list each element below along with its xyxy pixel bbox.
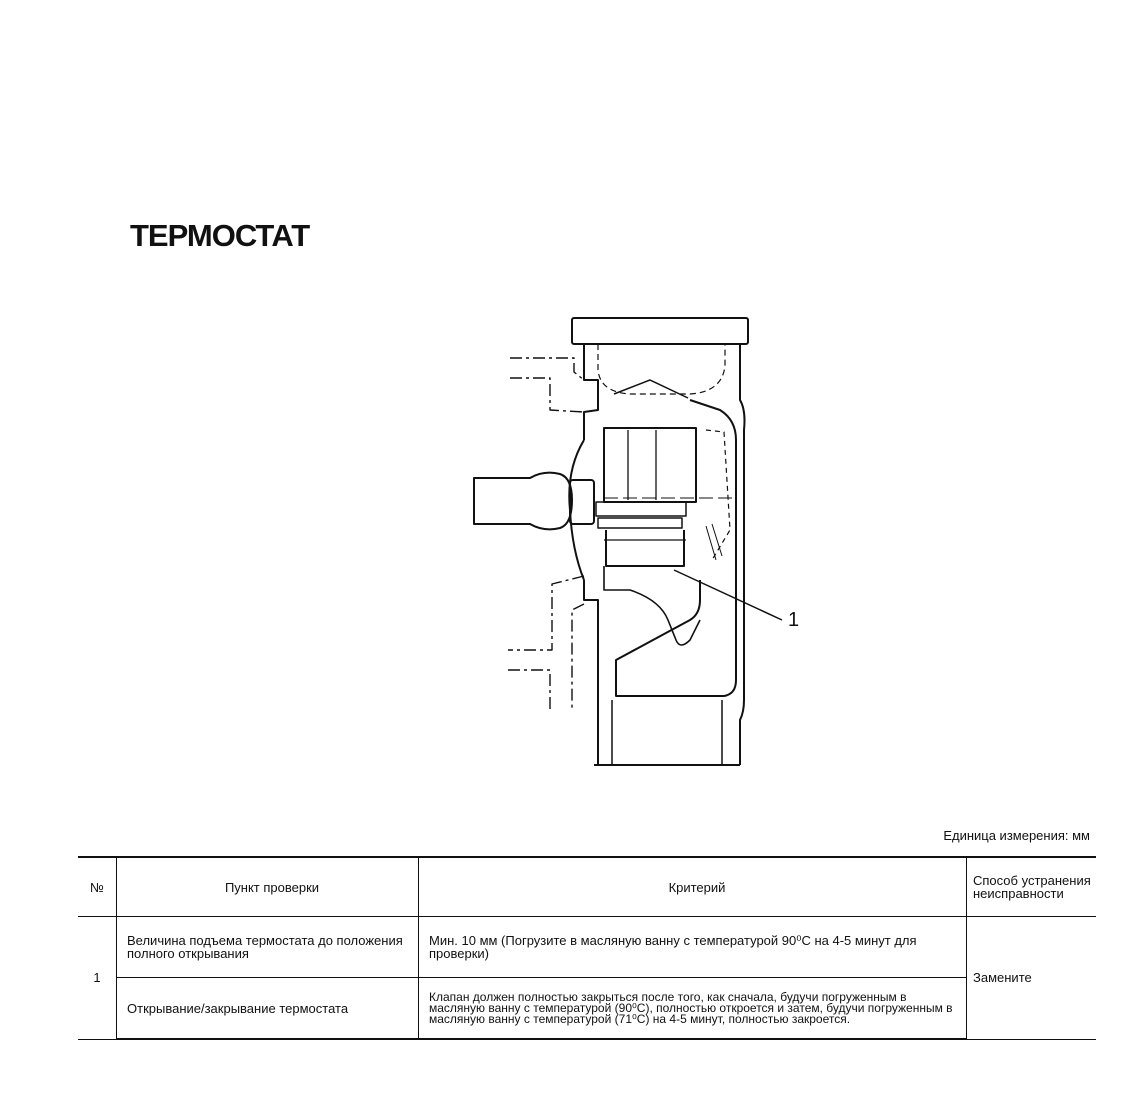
table-row: Открывание/закрывание термостата Клапан … bbox=[78, 977, 1096, 1040]
row-criteria: Мин. 10 мм (Погрузите в масляную ванну с… bbox=[418, 916, 967, 978]
bypass-channel bbox=[615, 399, 737, 697]
table-row: 1 Величина подъема термостата до положен… bbox=[78, 916, 1096, 1040]
thermostat-body-lines bbox=[627, 430, 657, 500]
temperature-sensor bbox=[473, 471, 573, 531]
thermostat-flange bbox=[595, 501, 687, 517]
sensor-holder bbox=[569, 479, 595, 525]
housing-right-wall bbox=[739, 344, 746, 765]
engine-outline-lower bbox=[508, 575, 585, 651]
header-remedy: Способ устранения неисправности bbox=[966, 856, 1096, 917]
thermostat-cross-section-diagram: 1 bbox=[473, 317, 799, 766]
engine-outline-upper bbox=[510, 377, 585, 413]
spring-hatch bbox=[705, 523, 723, 561]
header-criteria: Критерий bbox=[418, 856, 967, 917]
hidden-passage-top bbox=[597, 344, 726, 395]
housing-left-wall-upper bbox=[583, 344, 599, 440]
inspection-table: № Пункт проверки Критерий Способ устране… bbox=[78, 856, 1096, 1040]
hidden-spring bbox=[705, 429, 731, 561]
callout-leader-line bbox=[673, 569, 783, 621]
row-remedy: Замените bbox=[966, 916, 1096, 1040]
engine-outline-wall bbox=[571, 603, 585, 710]
row-item: Открывание/закрывание термостата bbox=[116, 977, 419, 1040]
top-flange bbox=[571, 317, 749, 345]
row-item: Величина подъема термостата до положения… bbox=[116, 916, 419, 978]
row-criteria: Клапан должен полностью закрыться после … bbox=[418, 977, 967, 1040]
row-number: 1 bbox=[78, 916, 117, 1040]
engine-outline-top bbox=[510, 357, 585, 381]
header-no: № bbox=[78, 856, 117, 917]
header-item: Пункт проверки bbox=[116, 856, 419, 917]
unit-note: Единица измерения: мм bbox=[943, 828, 1090, 843]
page-title: ТЕРМОСТАТ bbox=[130, 218, 310, 253]
thermostat-seal bbox=[597, 517, 683, 529]
bottom-pipe-inner bbox=[611, 700, 723, 765]
housing-left-wall-lower bbox=[583, 580, 599, 765]
engine-outline-bottom bbox=[508, 669, 551, 710]
lower-cavity bbox=[603, 566, 701, 646]
thermostat-valve bbox=[605, 530, 685, 567]
callout-label-1: 1 bbox=[788, 609, 799, 631]
upper-rib bbox=[613, 379, 689, 399]
thermostat-body bbox=[603, 427, 697, 503]
table-header-row: № Пункт проверки Критерий Способ устране… bbox=[78, 856, 1096, 917]
